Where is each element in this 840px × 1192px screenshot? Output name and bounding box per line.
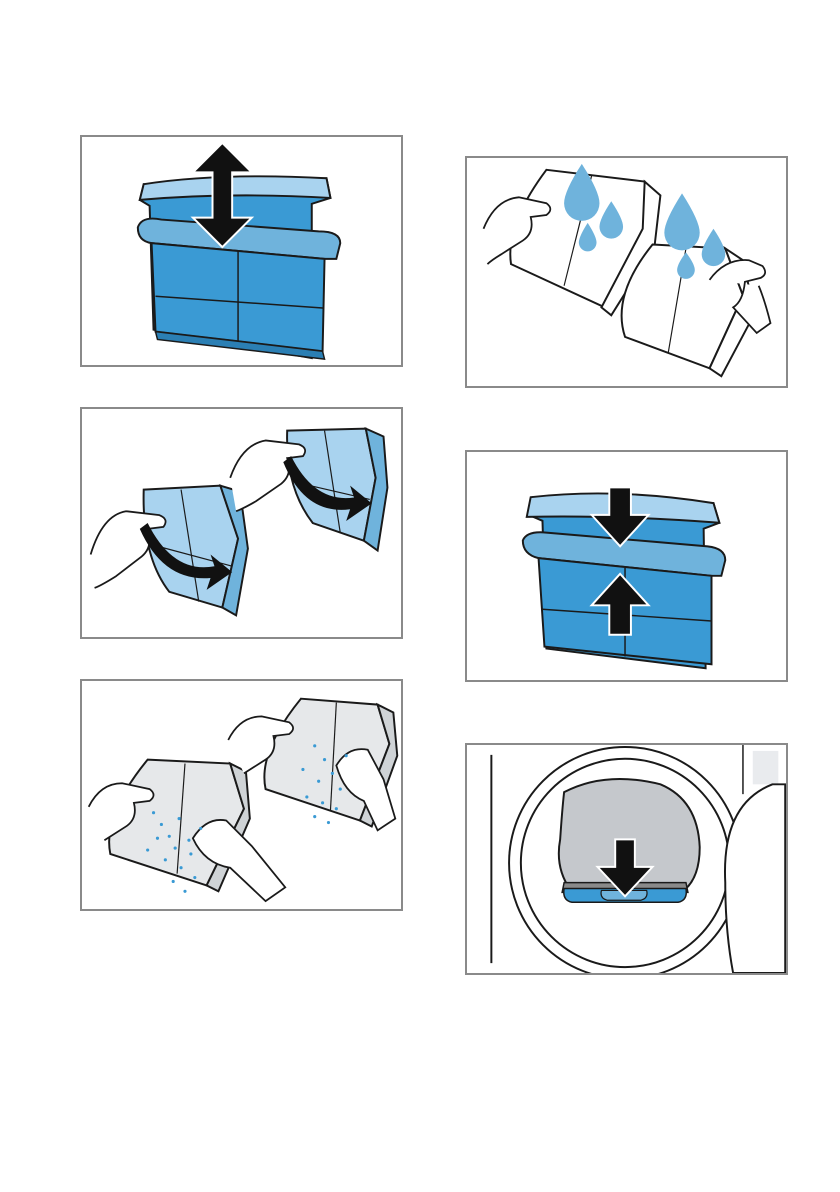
- step-close-filter-panel: [465, 450, 788, 682]
- close-filter-illustration: [467, 452, 786, 680]
- rinse-filter-illustration: [467, 158, 786, 386]
- step-clean-filter-panel: [80, 679, 403, 911]
- step-open-filter-panel: [80, 407, 403, 639]
- step-remove-filter-panel: [80, 135, 403, 367]
- step-rinse-filter-panel: [465, 156, 788, 388]
- step-insert-filter-panel: [465, 743, 788, 975]
- filter-illustration: [82, 137, 401, 365]
- clean-filter-illustration: [82, 681, 401, 909]
- insert-filter-illustration: [467, 745, 786, 973]
- open-filter-illustration: [82, 409, 401, 637]
